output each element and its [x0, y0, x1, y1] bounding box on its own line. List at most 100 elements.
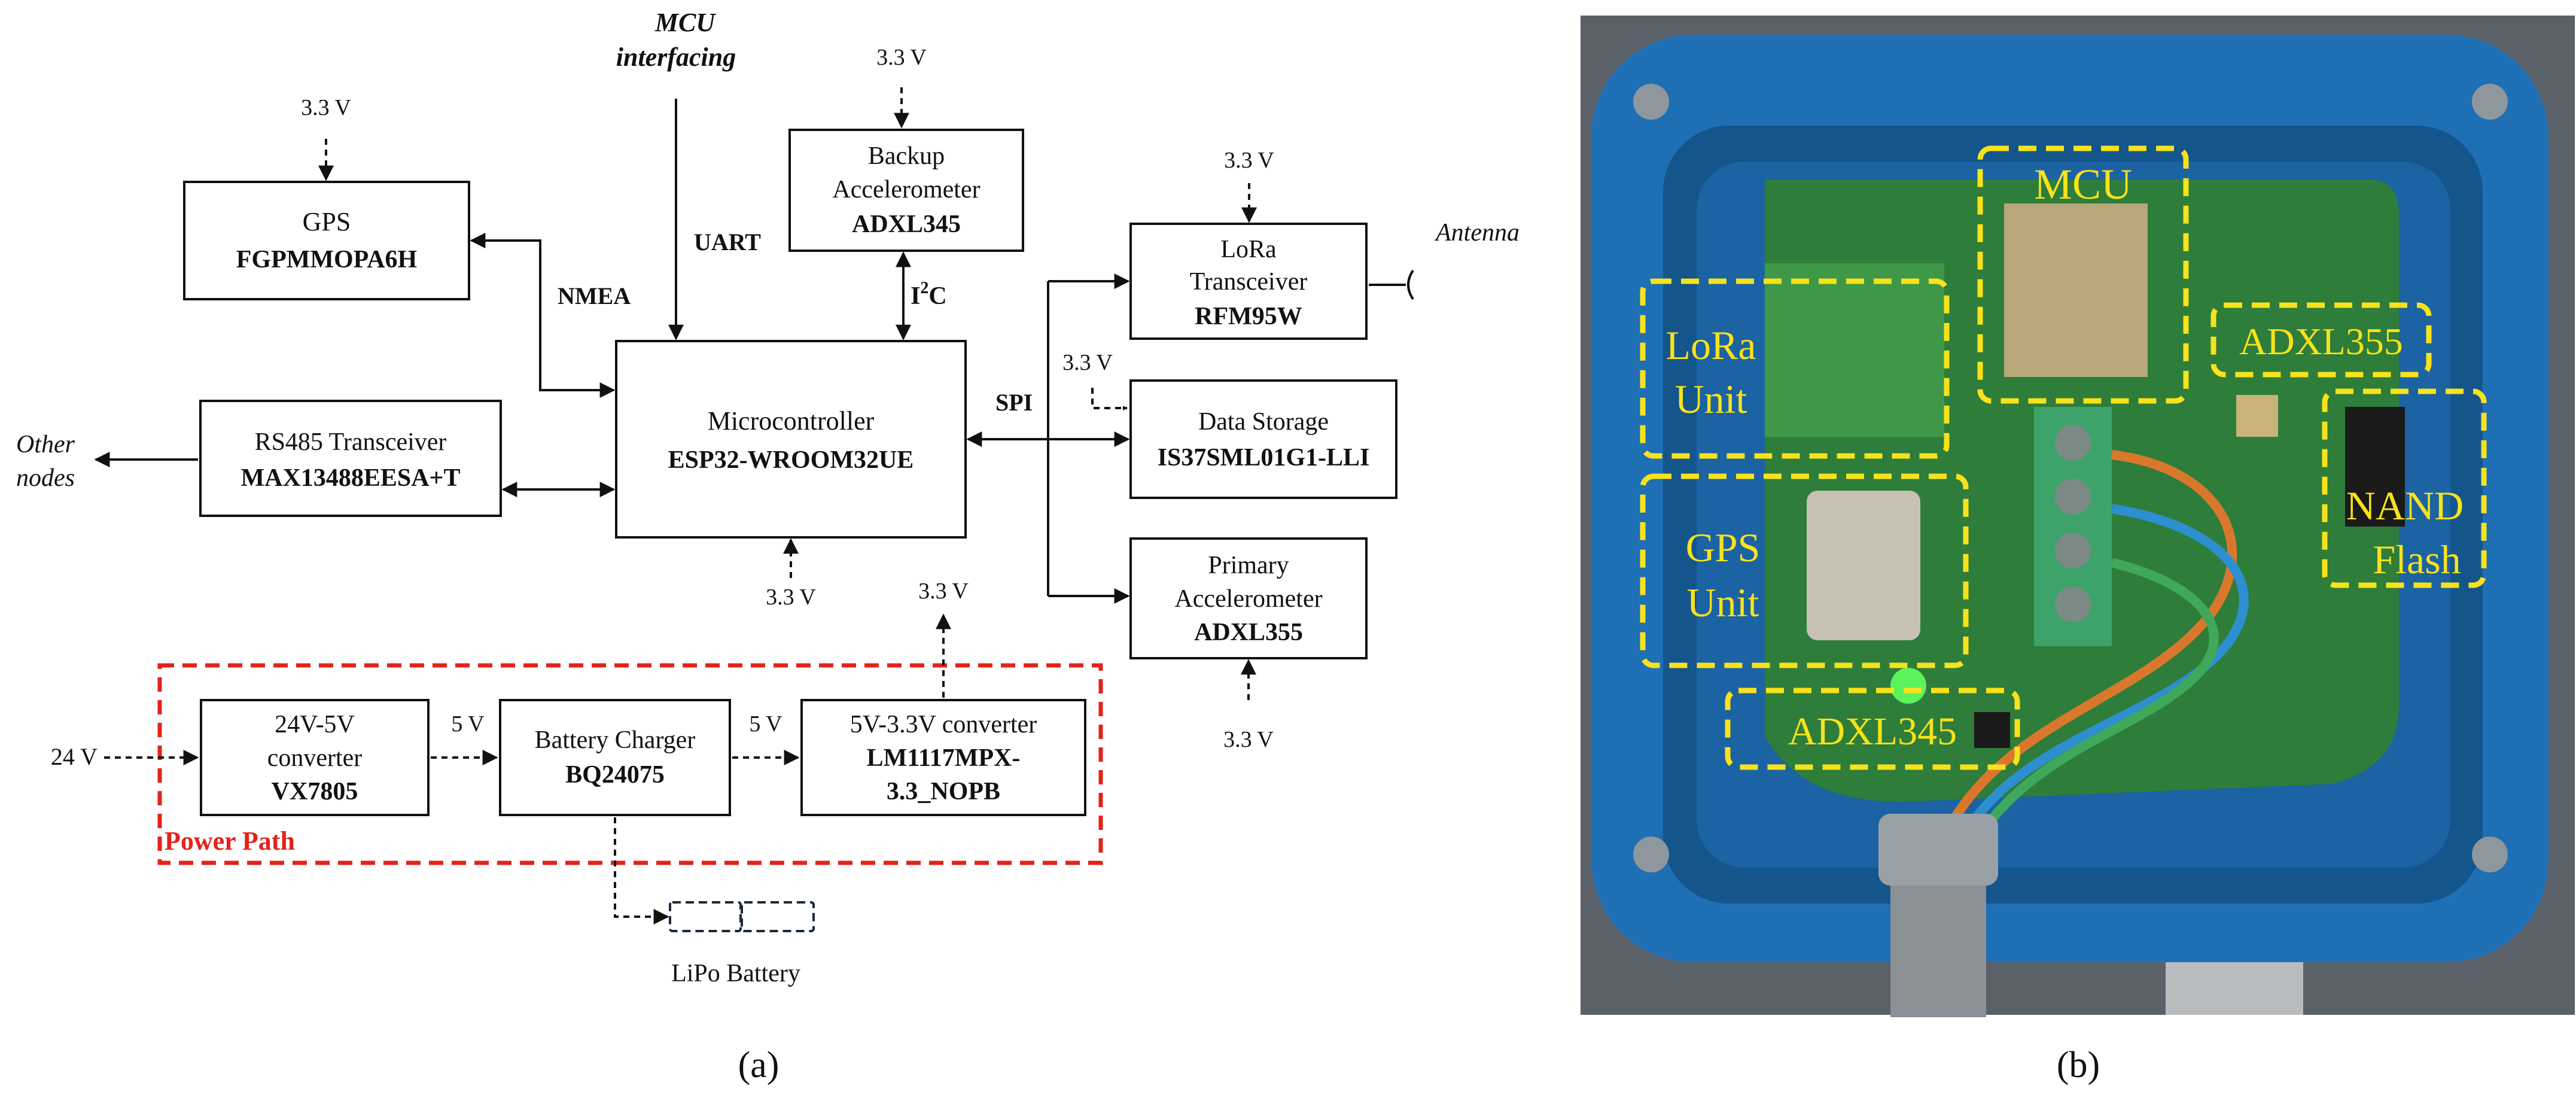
cable-gland — [1878, 814, 1998, 886]
adxl355-chip — [2236, 395, 2278, 437]
uart-label: UART — [694, 229, 761, 256]
charger-name: Battery Charger — [535, 726, 696, 754]
overlay-adxl355 — [2210, 302, 2432, 378]
gps-block — [183, 181, 470, 300]
power-input-label: 24 V — [51, 743, 98, 770]
screw-icon — [2472, 837, 2508, 872]
spi-label: SPI — [995, 389, 1033, 416]
conv1-line1: 24V-5V — [275, 711, 355, 738]
backup-acc-part: ADXL345 — [852, 211, 961, 238]
block-diagram: MCU interfacing UART 3.3 V GPS FGPMMOPA6… — [16, 8, 1520, 1085]
backup-acc-line2: Accelerometer — [832, 176, 980, 203]
overlay-nand-label-1: NAND — [2346, 483, 2464, 528]
other-nodes-1: Other — [16, 431, 75, 458]
backup-acc-supply: 3.3 V — [876, 45, 927, 70]
nmea-label: NMEA — [558, 282, 631, 309]
overlay-nand-label-2: Flash — [2373, 537, 2461, 582]
mcu-module — [2004, 203, 2148, 377]
v5-a-label: 5 V — [451, 711, 485, 737]
panel-a-label: (a) — [738, 1045, 780, 1085]
screw-icon — [2472, 84, 2508, 120]
other-nodes-2: nodes — [16, 464, 75, 492]
panel-b-label: (b) — [2057, 1045, 2100, 1085]
overlay-lora-label-1: LoRa — [1665, 323, 1756, 368]
lora-part: RFM95W — [1195, 303, 1302, 330]
primary-acc-part: ADXL355 — [1194, 619, 1303, 646]
storage-block — [1129, 379, 1397, 499]
overlay-gps-label-2: Unit — [1687, 580, 1759, 625]
lora-module — [1765, 263, 1944, 437]
hardware-photo: MCU LoRa Unit GPS Unit ADXL355 NAND Flas… — [1581, 16, 2575, 1017]
gps-name: GPS — [303, 207, 351, 236]
screw-icon — [1633, 837, 1669, 872]
mcu-name: Microcontroller — [708, 406, 875, 436]
gps-supply: 3.3 V — [301, 95, 351, 120]
charger-block — [499, 699, 731, 816]
mcu-interfacing-label-2: interfacing — [616, 42, 736, 72]
nmea-line — [470, 233, 616, 398]
mcu-block — [615, 340, 967, 539]
conv1-line2: converter — [267, 744, 363, 772]
backup-acc-line1: Backup — [868, 142, 945, 170]
conv2-line1: 5V-3.3V converter — [850, 711, 1037, 738]
overlay-gps — [1640, 473, 1969, 668]
cable-gland-thread — [1890, 886, 1986, 1017]
i2c-label: I2C — [911, 279, 947, 310]
battery-icon — [669, 901, 815, 932]
mcu-interfacing-label: MCU — [654, 8, 716, 37]
overlay-mcu-label: MCU — [2034, 160, 2132, 208]
conv2-part1: LM1117MPX- — [867, 744, 1021, 772]
mcu-supply: 3.3 V — [766, 585, 816, 610]
antenna-label: Antenna — [1434, 219, 1520, 247]
primary-acc-line2: Accelerometer — [1174, 585, 1322, 613]
terminal-screw — [2055, 479, 2091, 515]
conv1-part: VX7805 — [272, 778, 358, 805]
mcu-part: ESP32-WROOM32UE — [668, 446, 914, 474]
lora-supply: 3.3 V — [1224, 148, 1274, 173]
overlay-adxl345 — [1725, 688, 2020, 770]
storage-supply: 3.3 V — [1062, 350, 1113, 375]
power-output-label: 3.3 V — [918, 579, 969, 604]
overlay-nand — [2322, 388, 2487, 588]
storage-part: IS37SML01G1-LLI — [1158, 444, 1370, 472]
backup-acc-block — [788, 129, 1024, 252]
overlay-adxl345-label: ADXL345 — [1788, 710, 1957, 753]
lora-line2: Transceiver — [1190, 268, 1308, 296]
terminal-screw — [2055, 533, 2091, 568]
primary-acc-block — [1129, 537, 1368, 659]
gps-part: FGPMMOPA6H — [236, 246, 417, 273]
overlay-mcu — [1977, 145, 2189, 404]
primary-acc-line1: Primary — [1208, 552, 1289, 579]
power-path-title: Power Path — [165, 826, 295, 856]
charger-part: BQ24075 — [565, 761, 665, 789]
rs485-part: MAX13488EESA+T — [241, 464, 461, 492]
battery-label: LiPo Battery — [671, 960, 800, 987]
lora-block — [1129, 223, 1368, 340]
overlay-adxl355-label: ADXL355 — [2239, 320, 2403, 363]
screw-icon — [1633, 84, 1669, 120]
terminal-screw — [2055, 586, 2091, 622]
primary-acc-supply: 3.3 V — [1223, 727, 1274, 752]
rs485-block — [199, 400, 502, 517]
terminal-screw — [2055, 425, 2091, 461]
nand-chip — [2345, 407, 2405, 527]
wire — [1970, 558, 2219, 847]
v5-b-label: 5 V — [749, 711, 782, 737]
overlay-lora-label-2: Unit — [1675, 376, 1747, 422]
conv2-part2: 3.3_NOPB — [887, 778, 1000, 805]
gps-module — [1807, 491, 1920, 640]
conv1-block — [200, 699, 430, 816]
led-icon — [1890, 668, 1926, 704]
storage-name: Data Storage — [1198, 408, 1329, 436]
battery-line — [614, 817, 669, 924]
conv2-block — [800, 699, 1086, 816]
overlay-lora — [1640, 278, 1950, 459]
antenna-icon — [1407, 269, 1414, 300]
lora-line1: LoRa — [1220, 236, 1277, 263]
overlay-gps-label-1: GPS — [1686, 525, 1761, 570]
adxl345-chip — [1974, 712, 2010, 748]
wire — [1958, 504, 2249, 841]
rs485-name: RS485 Transceiver — [255, 428, 447, 456]
power-path: Power Path 24 V 24V-5V converter VX7805 … — [51, 579, 1103, 987]
